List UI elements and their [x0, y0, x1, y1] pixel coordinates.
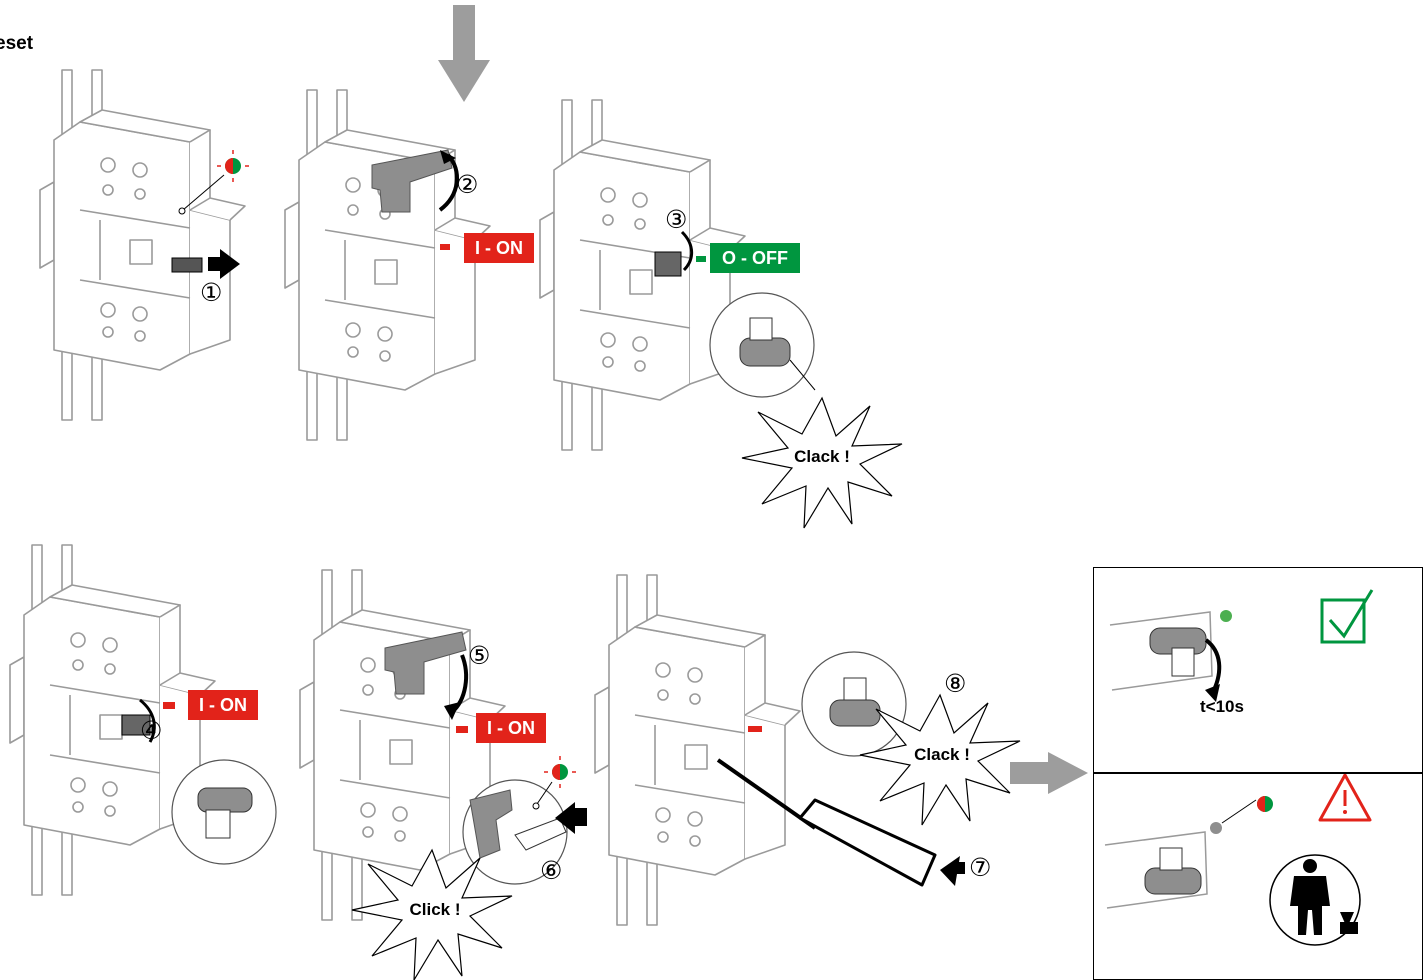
- status-badge-on-2: I - ON: [188, 690, 258, 720]
- step-number-4: ④: [140, 716, 163, 745]
- result-panel-fault: [1093, 772, 1423, 980]
- click-label: Click !: [409, 900, 461, 919]
- step-number-8: ⑧: [944, 669, 967, 698]
- status-badge-off-1: O - OFF: [710, 243, 800, 273]
- checkbox-tick-icon: [1320, 589, 1374, 644]
- time-limit-label: t<10s: [1200, 697, 1244, 716]
- step-number-2: ②: [456, 170, 479, 199]
- indicator-red-green-icon: [178, 150, 249, 215]
- step-number-3: ③: [665, 205, 688, 234]
- screwdriver-icon: [716, 758, 965, 887]
- curved-arrow-down-icon: [680, 230, 694, 272]
- top-arrow-icon: [438, 5, 490, 102]
- breaker-6: [594, 574, 801, 926]
- page-title: eset: [0, 33, 34, 54]
- step-number-6: ⑥: [540, 856, 563, 885]
- status-badge-on-1: I - ON: [464, 233, 534, 263]
- status-badge-on-3: I - ON: [476, 713, 546, 743]
- breaker-2: [284, 89, 491, 441]
- clack-label-2: Clack !: [914, 745, 970, 764]
- step-number-1: ①: [200, 278, 223, 307]
- electrician-icon: [1269, 854, 1361, 946]
- reset-pull-arrow-icon: [171, 249, 240, 279]
- result-panel-ok: [1093, 567, 1423, 774]
- warning-triangle-icon: [1318, 773, 1372, 822]
- breaker-3: [539, 99, 746, 451]
- breaker-1: [39, 69, 246, 421]
- step-number-7: ⑦: [969, 853, 992, 882]
- indicator-red-green-2-icon: [532, 756, 576, 810]
- clack-label-1: Clack !: [794, 447, 850, 466]
- step-number-5: ⑤: [468, 641, 491, 670]
- result-arrow-icon: [1010, 752, 1088, 794]
